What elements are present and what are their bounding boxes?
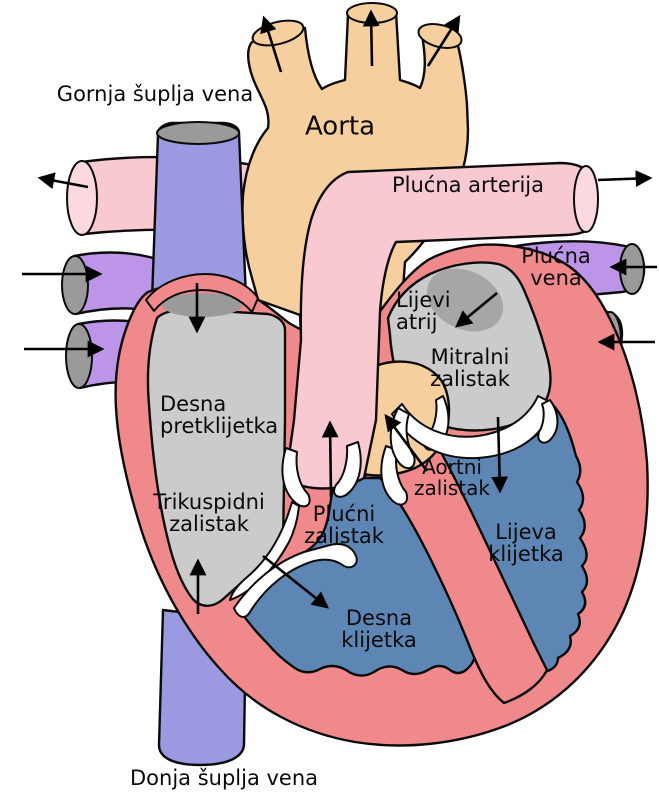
- right-atrium: [146, 308, 287, 607]
- left-atrium-shadow: [426, 268, 504, 332]
- flow-arrow-aorta-branch-2: [362, 9, 380, 67]
- right-pulmonary-vein-1-end: [61, 255, 89, 315]
- flow-arrow-tricuspid-flow: [262, 554, 329, 609]
- svc-lumen: [162, 293, 242, 317]
- flow-arrow-mitral-flow: [491, 416, 509, 494]
- pulmonary-valve-right-cusp: [333, 441, 362, 498]
- mitral-valve-right-cusp: [537, 399, 559, 444]
- flow-arrow-aorta-branch-1: [260, 15, 283, 73]
- flow-arrow-pulmonary-artery-out: [597, 170, 653, 187]
- atrium-cuff: [145, 273, 259, 313]
- tricuspid-valve-band: [233, 543, 358, 618]
- right-pulmonary-artery-end: [66, 160, 98, 236]
- flow-arrow-left-atrium-inflow: [455, 291, 498, 328]
- pulmonary-valve-left-cusp: [281, 447, 311, 508]
- flow-arrow-aorta-branch-3: [426, 14, 461, 67]
- right-pulmonary-vein-2-end: [65, 323, 93, 389]
- flow-arrow-right-pa-out: [37, 172, 89, 189]
- pulmonary-valve-band: [229, 501, 300, 601]
- flow-arrows-layer: [22, 9, 657, 614]
- aortic-valve-left-cusp: [380, 445, 408, 506]
- superior-vena-cava-opening: [156, 121, 240, 145]
- flow-arrow-aortic-flow: [384, 413, 429, 472]
- left-pulmonary-vein-1-end: [619, 243, 645, 295]
- flow-arrow-pulmonic-flow: [321, 420, 339, 498]
- pulmonary-artery-end: [573, 165, 599, 233]
